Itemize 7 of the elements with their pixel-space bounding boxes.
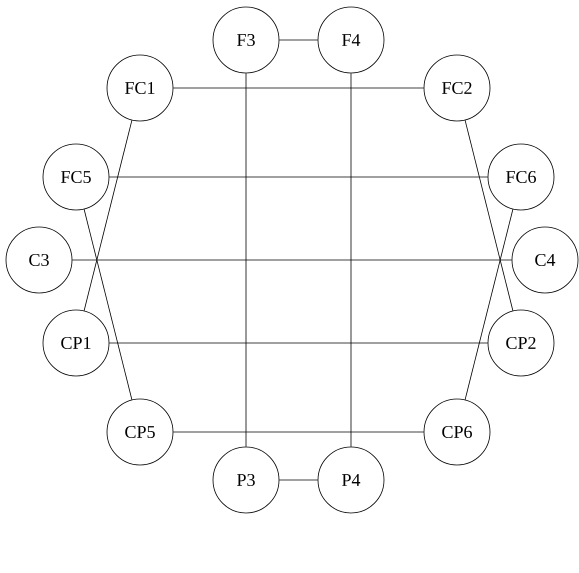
- connector-line: [464, 120, 514, 311]
- connector-line: [84, 209, 132, 400]
- connector-line: [350, 73, 352, 447]
- connector-line: [84, 120, 132, 311]
- connector-line: [109, 176, 488, 178]
- connector-line: [464, 209, 514, 400]
- connector-line: [109, 342, 488, 344]
